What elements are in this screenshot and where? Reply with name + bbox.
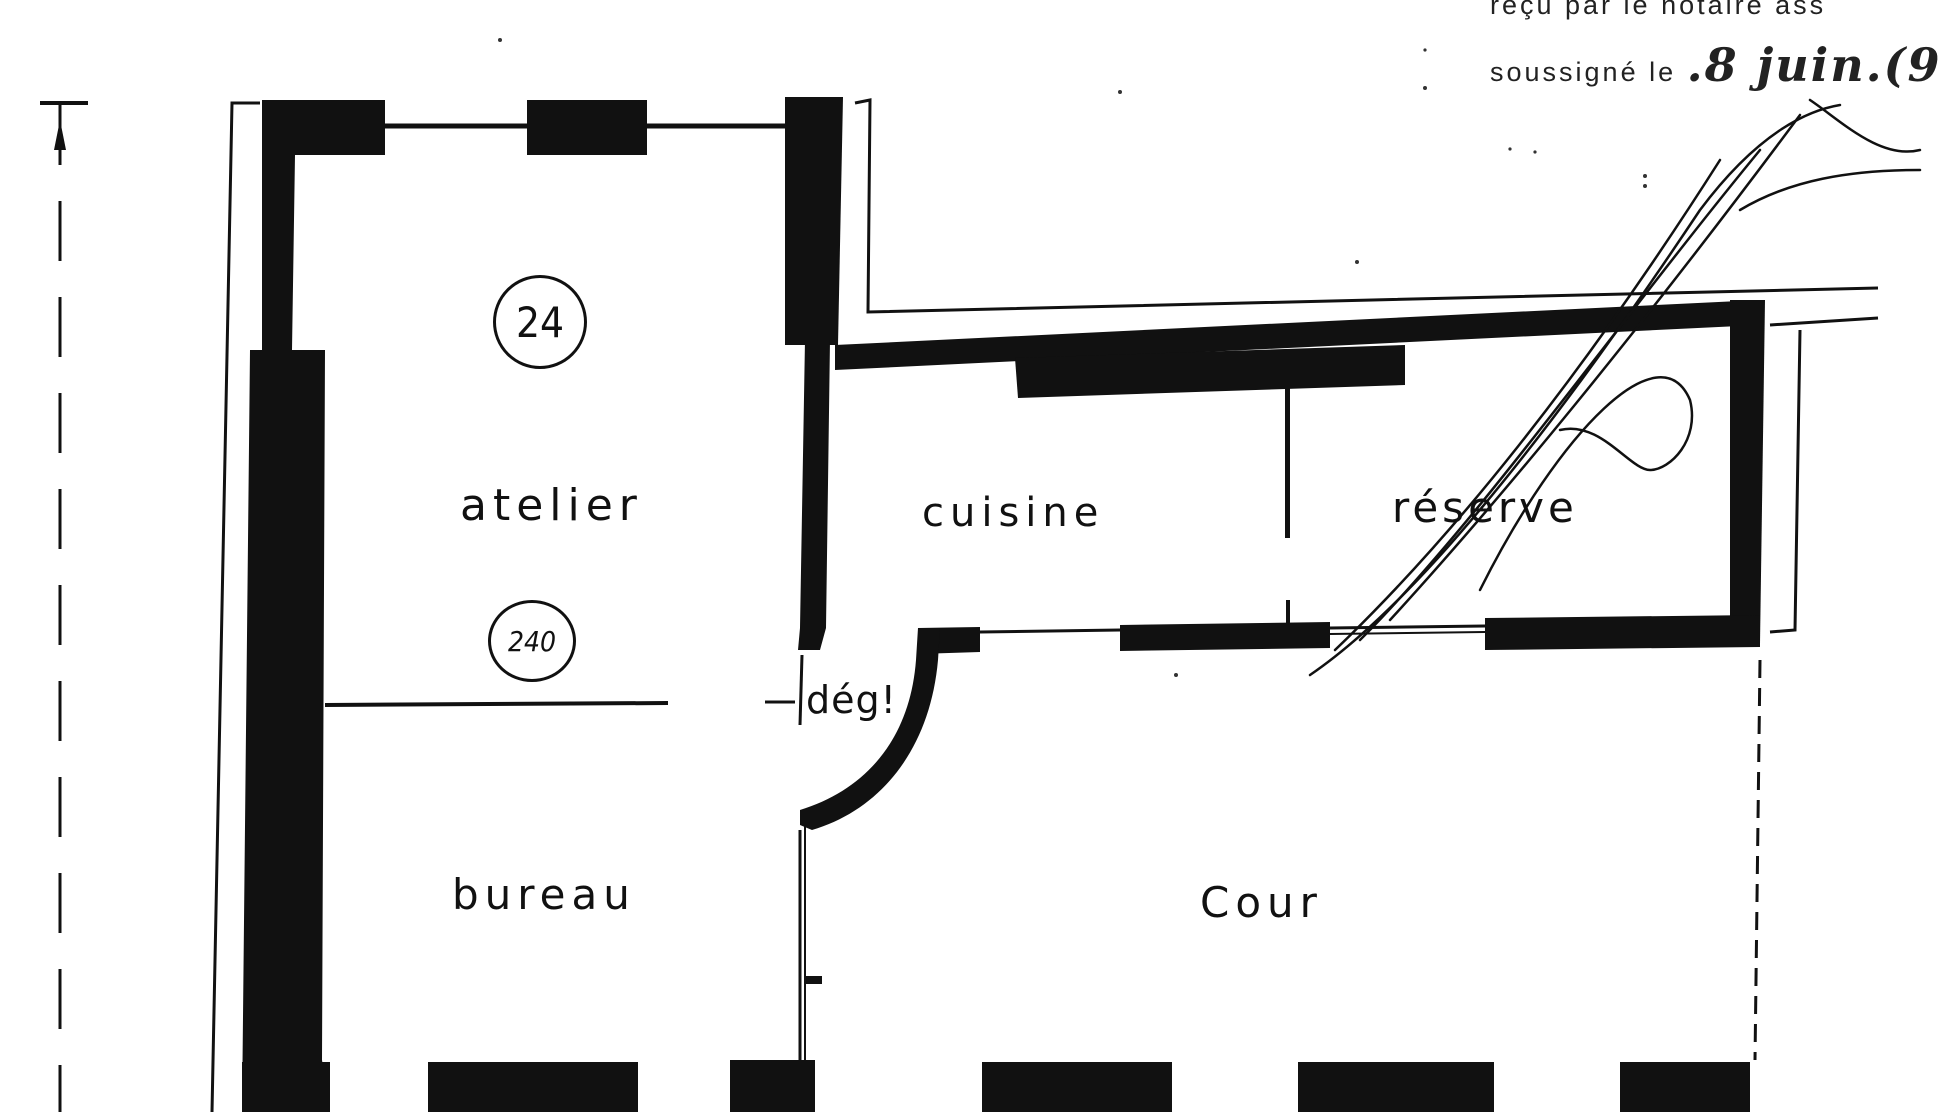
room-label-reserve: réserve <box>1392 483 1578 532</box>
surface-number-marker: 240 <box>488 600 576 682</box>
notary-note-line1: reçu par le notaire ass <box>1490 0 1827 20</box>
room-label-bureau: bureau <box>452 870 636 919</box>
room-label-atelier: atelier <box>460 480 643 531</box>
room-label-degagement: dég! <box>806 678 897 722</box>
lot-number-text: 24 <box>515 297 565 347</box>
outer-outline <box>210 98 1879 1112</box>
pen-scribble <box>1308 98 1922 677</box>
room-label-cour: Cour <box>1200 878 1323 927</box>
lot-number-marker: 24 <box>493 275 587 369</box>
walls <box>242 97 1765 1112</box>
handwritten-date: .8 juin.(9 <box>1686 38 1941 92</box>
notary-note-line2: soussigné le .8 juin.(9 <box>1490 38 1941 92</box>
partitions <box>324 624 1486 1112</box>
dimension-line <box>40 101 88 1112</box>
room-label-cuisine: cuisine <box>922 490 1105 536</box>
paper-specks <box>498 38 1647 677</box>
surface-number-text: 240 <box>507 624 557 658</box>
notary-note-prefix: soussigné le <box>1490 57 1677 87</box>
